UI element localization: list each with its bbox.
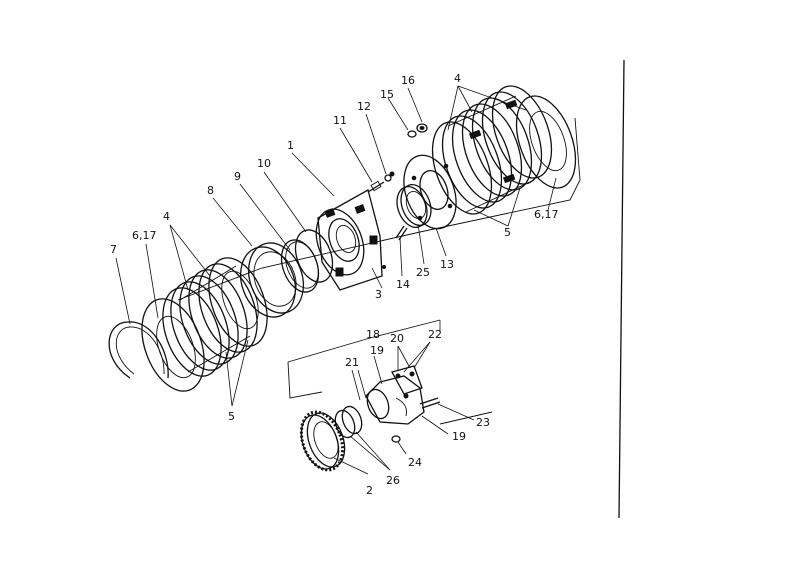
callout-24: 24 <box>408 456 422 469</box>
callout-3: 3 <box>375 288 382 301</box>
callout-23: 23 <box>476 416 490 429</box>
pump-body-assembly <box>365 365 441 425</box>
assembly-boundary <box>177 117 581 425</box>
callout-10: 10 <box>257 157 271 170</box>
nipple-12 <box>384 171 395 182</box>
clutch-pack-right <box>431 85 553 215</box>
callout-7: 7 <box>110 243 117 256</box>
callout-labels: 7 6,17 4 8 9 10 1 11 12 15 16 4 5 3 14 2… <box>110 72 559 497</box>
end-plate-6-17-left <box>141 298 205 392</box>
seal-ring-9 <box>280 239 320 293</box>
callout-20: 20 <box>390 332 404 345</box>
screw-11 <box>367 180 385 193</box>
callout-18: 18 <box>366 328 380 341</box>
piston-8 <box>239 242 305 318</box>
bolt-24 <box>391 435 401 443</box>
callout-6-17-left: 6,17 <box>132 229 157 242</box>
callout-6-17-right: 6,17 <box>534 208 559 221</box>
callout-11: 11 <box>333 114 347 127</box>
callout-9: 9 <box>234 170 241 183</box>
callout-19-bottom: 19 <box>452 430 466 443</box>
callout-5-left: 5 <box>228 410 235 423</box>
callout-14: 14 <box>396 278 410 291</box>
callout-19-top: 19 <box>370 344 384 357</box>
callout-25: 25 <box>416 266 430 279</box>
leader-lines <box>115 85 557 475</box>
callout-15: 15 <box>380 88 394 101</box>
clutch-housing-1 <box>315 189 386 291</box>
callout-5-right: 5 <box>504 226 511 239</box>
gear-ring-2 <box>299 410 346 472</box>
carrier-plate-13 <box>403 154 457 230</box>
callout-4-right: 4 <box>454 72 461 85</box>
callout-16: 16 <box>401 74 415 87</box>
callout-4-left: 4 <box>163 210 170 223</box>
callout-13: 13 <box>440 258 454 271</box>
callout-1: 1 <box>287 139 294 152</box>
callout-26: 26 <box>386 474 400 487</box>
clutch-pack-left <box>162 257 268 377</box>
callout-22: 22 <box>428 328 442 341</box>
end-plate-6-17-right <box>515 95 577 189</box>
callout-12: 12 <box>357 100 371 113</box>
washer-15 <box>407 130 417 138</box>
callout-21: 21 <box>345 356 359 369</box>
pin-14 <box>395 225 408 241</box>
seal-rings-26 <box>334 405 363 439</box>
nut-16 <box>416 123 428 133</box>
page-border-line <box>618 59 625 519</box>
callout-8: 8 <box>207 184 214 197</box>
callout-2: 2 <box>366 484 373 497</box>
